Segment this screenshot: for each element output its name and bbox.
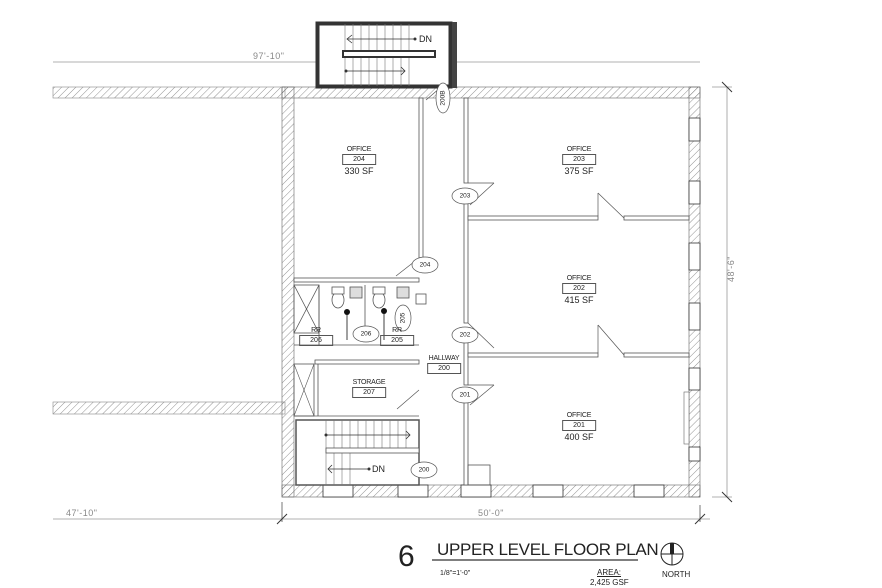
north-wall bbox=[281, 86, 701, 99]
dimension-bottom-left: 47'-10" bbox=[66, 508, 98, 518]
room-office-201: OFFICE 201 400 SF bbox=[562, 412, 596, 442]
dimension-right: 48'-6" bbox=[725, 256, 736, 282]
door-tag-200b bbox=[435, 82, 451, 114]
door-tag-202: 202 bbox=[459, 331, 471, 339]
east-windows bbox=[688, 117, 701, 462]
door-tag-205: 205 bbox=[399, 312, 407, 324]
east-wall bbox=[688, 86, 701, 498]
dimension-bottom-right: 50'-0" bbox=[478, 508, 504, 518]
room-hallway-200: HALLWAY 200 bbox=[427, 355, 461, 374]
lower-stair-dn-label: DN bbox=[372, 464, 385, 474]
door-tag-200: 200 bbox=[418, 466, 430, 474]
lower-stair bbox=[295, 419, 420, 486]
room-rr-206: RR 206 bbox=[299, 327, 333, 346]
door-tag-203: 203 bbox=[459, 192, 471, 200]
sheet-title: UPPER LEVEL FLOOR PLAN bbox=[437, 540, 659, 559]
dimension-top: 97'-10" bbox=[253, 51, 285, 61]
room-office-203: OFFICE 203 375 SF bbox=[562, 146, 596, 176]
west-wall bbox=[281, 86, 295, 498]
area-label: AREA: bbox=[597, 568, 622, 577]
north-label: NORTH bbox=[662, 570, 691, 579]
area-value: 2,425 GSF bbox=[590, 578, 629, 587]
left-wing-bottom-wall bbox=[52, 401, 286, 415]
upper-stair-dn-label: DN bbox=[419, 34, 432, 44]
sheet-number: 6 bbox=[398, 540, 415, 573]
upper-stair bbox=[315, 21, 457, 89]
room-office-204: OFFICE 204 330 SF bbox=[342, 146, 376, 176]
door-tag-201: 201 bbox=[459, 391, 471, 399]
south-windows bbox=[322, 484, 665, 498]
restrooms bbox=[293, 284, 427, 346]
room-storage-207: STORAGE 207 bbox=[352, 379, 386, 398]
north-arrow-icon bbox=[660, 542, 684, 566]
room-office-202: OFFICE 202 415 SF bbox=[562, 275, 596, 305]
door-tag-204: 204 bbox=[419, 261, 431, 269]
room-rr-205: RR 205 bbox=[380, 327, 414, 346]
sheet-scale: 1/8"=1'-0" bbox=[440, 570, 471, 577]
door-tag-206: 206 bbox=[360, 330, 372, 338]
left-wing-top-wall bbox=[52, 86, 286, 99]
door-tag-200b: 200B bbox=[439, 90, 447, 106]
